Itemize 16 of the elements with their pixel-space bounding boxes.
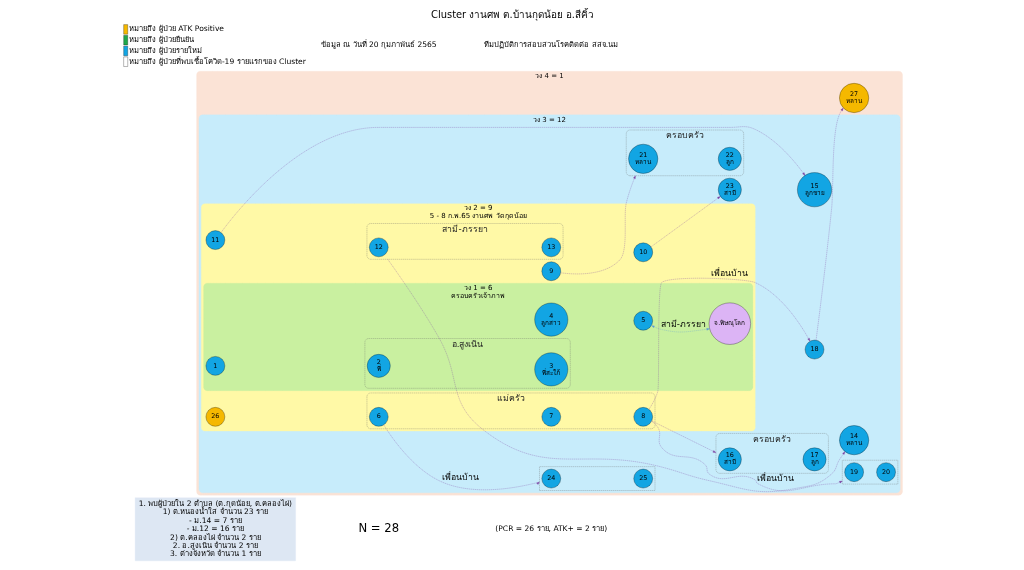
arrow [560,175,636,275]
arrow [651,420,716,453]
diagram-title: Cluster งานศพ ต.บ้านกุดน้อย อ.สีคิ้ว [430,9,594,21]
arrow [648,278,810,410]
arrow [220,126,805,233]
edge-label: เพื่อนบ้าน [441,471,479,482]
arrow [387,259,845,492]
arrow [650,325,710,333]
edge-label: สามี-ภรรยา [660,318,706,329]
edge-label: เพื่อนบ้าน [756,472,794,483]
arrow [383,424,540,490]
edge-label: เพื่อนบ้าน [710,267,748,278]
label: N = 28 [357,521,399,536]
arrow [650,196,720,247]
arrow [651,421,842,491]
arrow [815,107,843,341]
